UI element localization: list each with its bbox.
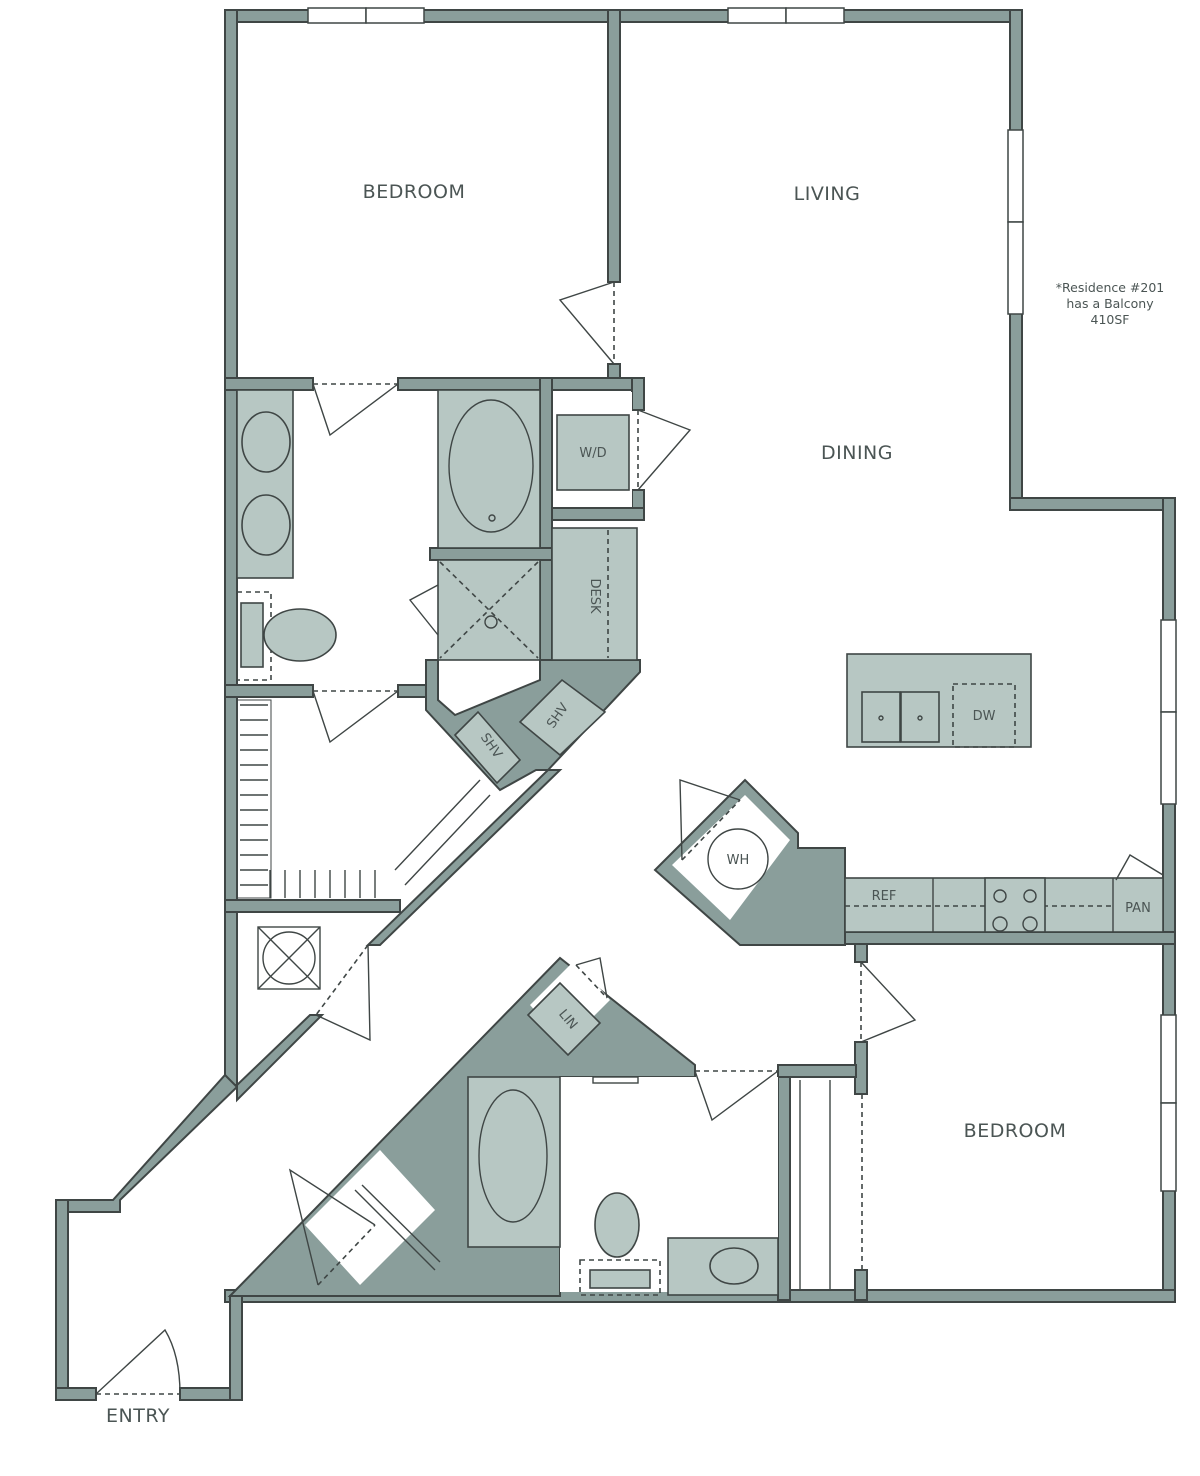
- room-label-bedroom-2: BEDROOM: [964, 1120, 1067, 1142]
- range: [984, 877, 1046, 933]
- master-bath: [236, 389, 541, 681]
- toilet-icon: [594, 1192, 640, 1258]
- door-swing: [312, 383, 399, 437]
- kitchen: [707, 653, 1164, 933]
- closet-rods: [236, 699, 831, 1290]
- desk-label: DESK: [587, 578, 602, 613]
- balcony-note: *Residence #201 has a Balcony 410SF: [1030, 280, 1190, 328]
- linen-closet: [526, 981, 602, 1057]
- toilet-icon: [263, 608, 337, 662]
- room-label-bedroom-1: BEDROOM: [363, 181, 466, 203]
- room-label-dining: DINING: [821, 442, 893, 464]
- shelving: [518, 678, 607, 757]
- balcony-note-line-1: *Residence #201: [1055, 280, 1165, 295]
- refrigerator-label: REF: [872, 889, 897, 904]
- dishwasher-label: DW: [973, 709, 996, 724]
- entry-door-swing: [95, 1328, 181, 1395]
- doors[interactable]: [95, 281, 1164, 1395]
- windows: [307, 7, 1177, 1192]
- dishwasher: [952, 683, 1016, 748]
- water-heater: [707, 828, 769, 890]
- sink-icon: [241, 411, 291, 473]
- sink-icon: [861, 691, 901, 743]
- room-label-entry: ENTRY: [106, 1405, 170, 1427]
- toilet-tank: [240, 602, 264, 668]
- room-label-living: LIVING: [794, 183, 861, 205]
- shelving: [453, 710, 522, 785]
- bathtub: [467, 1076, 561, 1248]
- pantry-label: PAN: [1125, 901, 1151, 916]
- desk: [551, 527, 638, 661]
- balcony-note-line-3: 410SF: [1090, 312, 1130, 327]
- water-heater-label: WH: [727, 853, 750, 868]
- washer-dryer: [556, 414, 630, 491]
- hall-bath: LIN: [354, 981, 779, 1296]
- sink-icon: [709, 1247, 759, 1285]
- sink-icon: [241, 494, 291, 556]
- balcony-note-line-2: has a Balcony: [1066, 296, 1154, 311]
- washer-dryer-label: W/D: [579, 446, 606, 461]
- bathtub: [437, 389, 541, 549]
- vent-icon: [257, 926, 321, 990]
